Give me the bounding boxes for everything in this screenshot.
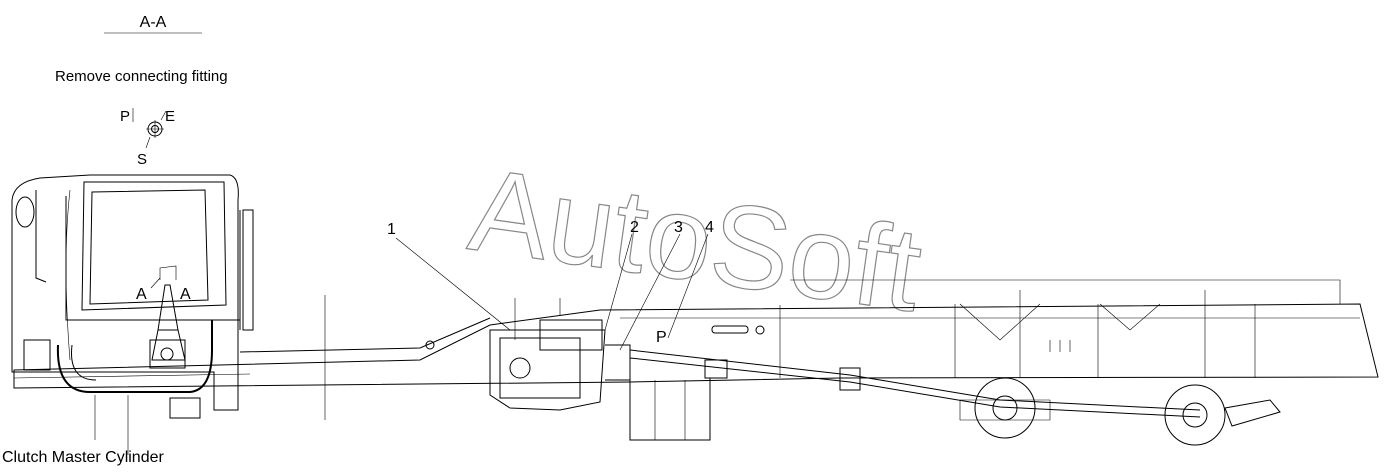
port-label-p: P — [120, 108, 130, 125]
propeller-shaft — [629, 349, 1201, 418]
callout-leaders — [395, 233, 709, 351]
frame-rail — [13, 279, 1379, 420]
view-marker-right: A — [180, 286, 191, 303]
clutch-master-cylinder-assembly — [56, 265, 213, 393]
bottom-label: Clutch Master Cylinder — [2, 449, 165, 466]
callout-2: 2 — [630, 219, 639, 236]
section-label: A-A — [140, 14, 167, 31]
callout-4: 4 — [705, 219, 714, 236]
callout-3: 3 — [674, 219, 683, 236]
port-label-e: E — [165, 108, 175, 125]
note-text: Remove connecting fitting — [55, 68, 228, 85]
view-marker-left: A — [136, 286, 147, 303]
rear-axle-rear — [1164, 384, 1281, 446]
rear-axle-front — [959, 377, 1051, 439]
pipe-label: P — [656, 329, 667, 346]
callout-1: 1 — [387, 221, 396, 238]
fitting-detail: P E S — [120, 108, 175, 168]
crossmember — [629, 378, 711, 441]
transmission — [489, 319, 631, 411]
port-label-s: S — [137, 151, 147, 168]
cab — [11, 174, 254, 455]
